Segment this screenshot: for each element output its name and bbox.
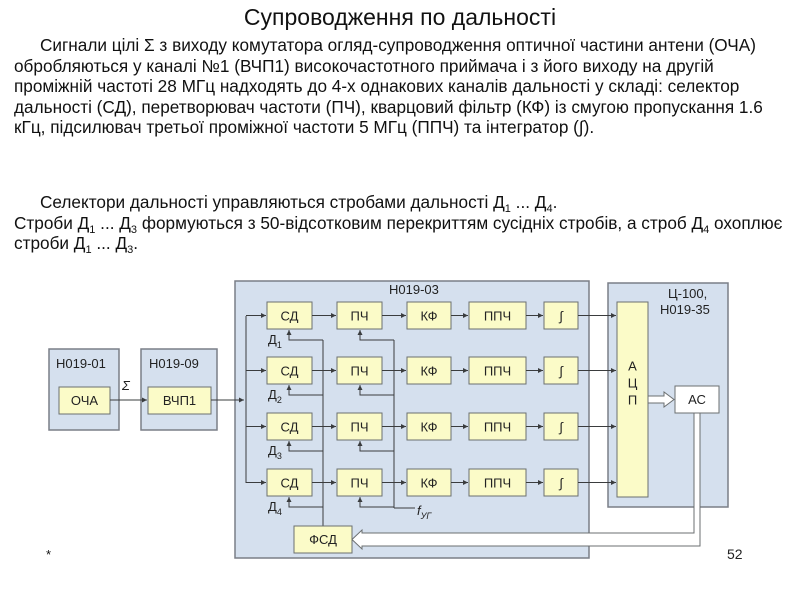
block-fsd: [293, 525, 353, 554]
block-kf-3: [406, 412, 452, 441]
p2-sub: 1: [89, 223, 96, 236]
p2-text: ... Д: [91, 233, 128, 253]
block-adc-label-ts: Ц: [628, 376, 638, 391]
p2-text: Селектори дальності управляються стробам…: [40, 192, 505, 212]
wire-d-feedback-1: [286, 330, 323, 341]
panel-h019-09-label: Н019-09: [149, 356, 199, 371]
wire-fug-feedback-2: [357, 385, 394, 396]
wire-fug-feedback-3: [357, 441, 394, 452]
p2-sub: 3: [130, 223, 138, 236]
p2-sub: 4: [703, 223, 710, 236]
block-ppch-1-label: ППЧ: [484, 309, 511, 324]
panel-c100-label-2: Н019-35: [660, 302, 710, 317]
p2-text: .: [133, 233, 139, 253]
block-pch-4: [336, 468, 383, 497]
block-fsd-label: ФСД: [309, 532, 337, 547]
block-kf-3-label: КФ: [420, 420, 437, 435]
block-integrator-1: [543, 301, 579, 330]
block-adc-label-a: А: [628, 359, 637, 374]
block-integrator-3-label: ∫: [558, 420, 564, 435]
wire-fug-feedback-1: [357, 330, 394, 341]
block-pch-3-label: ПЧ: [350, 420, 368, 435]
block-pch-4-label: ПЧ: [350, 476, 368, 491]
slide-title: Супроводження по дальності: [243, 4, 557, 30]
block-pch-3: [336, 412, 383, 441]
footer-mark: *: [46, 547, 52, 562]
p2-text: формуються з 50-відсотковим перекриттям …: [137, 212, 704, 233]
p2-text: .: [552, 192, 558, 212]
block-integrator-3: [543, 412, 579, 441]
wire-d-feedback-2: [286, 385, 323, 396]
block-ocha: [58, 386, 111, 415]
fug-label: fУГ: [417, 503, 432, 521]
block-integrator-2: [543, 356, 579, 385]
block-sd-3: [266, 412, 313, 441]
panel-c100-label-1: Ц-100,: [668, 286, 707, 301]
block-adc-label-p: П: [628, 393, 637, 408]
d-label-4: Д4: [268, 499, 282, 517]
hollow-arrow-ac-fsd: [351, 412, 701, 551]
block-ocha-label: ОЧА: [71, 393, 98, 408]
sigma-label: Σ: [121, 378, 131, 393]
wire-fug-feedback-4: [357, 497, 394, 508]
block-pch-2-label: ПЧ: [350, 364, 368, 379]
block-pch-2: [336, 356, 383, 385]
p2-text: ... Д: [95, 212, 131, 233]
panel-h019-01-label: Н019-01: [56, 356, 106, 371]
d-label-1: Д1: [268, 332, 282, 350]
p2-sub: 3: [127, 244, 134, 256]
block-integrator-1-label: ∫: [558, 309, 564, 324]
block-sd-3-label: СД: [281, 420, 299, 435]
block-ppch-3: [468, 412, 527, 441]
block-ppch-4: [468, 468, 527, 497]
p2-sub: 4: [546, 203, 553, 215]
page-number: 52: [727, 546, 743, 562]
block-kf-2-label: КФ: [420, 364, 437, 379]
block-ac-label: АС: [688, 392, 706, 407]
block-vchp1-label: ВЧП1: [163, 393, 196, 408]
p2-sub: 1: [85, 244, 92, 256]
block-sd-4-label: СД: [281, 476, 299, 491]
block-ppch-2-label: ППЧ: [484, 364, 511, 379]
paragraph-1-text: Сигнали цілі Σ з виходу комутатора огляд…: [14, 35, 763, 137]
block-vchp1: [147, 386, 212, 415]
block-ppch-4-label: ППЧ: [484, 476, 511, 491]
block-kf-2: [406, 356, 452, 385]
block-sd-1-label: СД: [281, 309, 299, 324]
block-kf-1-label: КФ: [420, 309, 437, 324]
block-pch-1-label: ПЧ: [350, 309, 368, 324]
block-integrator-2-label: ∫: [558, 364, 564, 379]
block-ac: [674, 385, 720, 414]
p2-text: ... Д: [510, 192, 547, 212]
p2-text: охоплює строби Д: [14, 212, 783, 254]
block-sd-2-label: СД: [281, 364, 299, 379]
block-integrator-4-label: ∫: [558, 476, 564, 491]
hollow-arrow-adc-ac: [647, 391, 675, 408]
block-sd-2: [266, 356, 313, 385]
wire-d-feedback-4: [286, 497, 323, 508]
block-kf-4-label: КФ: [420, 476, 437, 491]
block-ppch-1: [468, 301, 527, 330]
paragraph-signal-description: Сигнали цілі Σ з виходу комутатора огляд…: [14, 35, 789, 138]
panel-h019-03-label: Н019-03: [389, 282, 439, 297]
d-label-3: Д3: [268, 443, 282, 461]
block-ppch-3-label: ППЧ: [484, 420, 511, 435]
block-pch-1: [336, 301, 383, 330]
wire-d-feedback-3: [286, 441, 323, 452]
d-label-2: Д2: [268, 387, 282, 405]
paragraph-gate-description: Селектори дальності управляються стробам…: [14, 192, 789, 256]
block-kf-1: [406, 301, 452, 330]
block-sd-4: [266, 468, 313, 497]
p2-text: Строби Д: [14, 212, 90, 233]
p2-sub: 1: [504, 203, 511, 215]
